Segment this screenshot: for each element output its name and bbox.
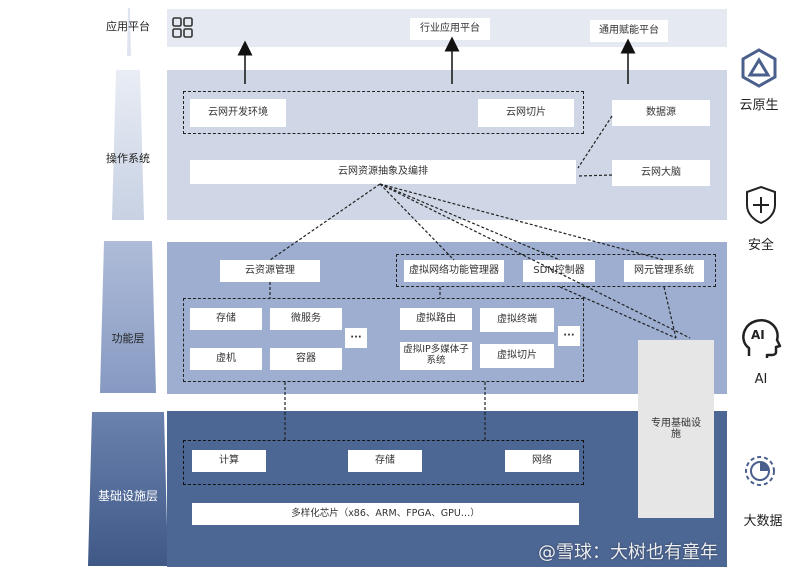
cloud-dev-env-box: 云网开发环境 bbox=[190, 99, 286, 127]
infra-dashed-group bbox=[183, 440, 584, 485]
cloud-resource-mgmt-box: 云资源管理 bbox=[220, 260, 320, 282]
resource-abstraction-box: 云网资源抽象及编排 bbox=[190, 160, 576, 184]
link-netgroup-dedicated-2 bbox=[663, 286, 677, 339]
cloud-brain-box: 云网大脑 bbox=[612, 160, 710, 186]
cloud-slice-box: 云网切片 bbox=[478, 99, 574, 127]
virtual-ip-multimedia-box: 虚拟IP多媒体子系统 bbox=[400, 342, 472, 370]
network-mgmt-dashed-group bbox=[396, 254, 716, 287]
ai-head-icon: AI bbox=[739, 316, 783, 360]
ellipsis-right-box: ··· bbox=[558, 326, 580, 346]
cloud-native-icon bbox=[740, 48, 778, 88]
link-abs-cloudmgr bbox=[269, 183, 381, 261]
security-label: 安全 bbox=[747, 238, 774, 253]
dedicated-infra-box: 专用基础设施 bbox=[638, 340, 714, 518]
pyramid-tier-infra bbox=[88, 412, 168, 566]
container-box: 容器 bbox=[270, 348, 342, 370]
sdn-controller-box: SDN控制器 bbox=[523, 260, 595, 282]
pyramid bbox=[88, 8, 168, 566]
vm-box: 虚机 bbox=[190, 348, 262, 370]
pyramid-tier-os bbox=[112, 70, 144, 220]
os-dashed-group bbox=[183, 91, 584, 134]
nms-box: 网元管理系统 bbox=[624, 260, 704, 282]
pyramid-tier-function bbox=[100, 241, 156, 393]
os-layer bbox=[167, 70, 727, 220]
general-enablement-platform-box: 通用赋能平台 bbox=[590, 20, 668, 42]
link-abs-dedicated bbox=[379, 183, 691, 339]
virtualization-dashed-group bbox=[183, 298, 584, 382]
security-shield-icon bbox=[744, 185, 778, 225]
grid-icon bbox=[172, 17, 194, 39]
infra-layer bbox=[167, 411, 727, 567]
network-box: 网络 bbox=[505, 450, 579, 472]
ellipsis-left-box: ··· bbox=[345, 328, 367, 348]
industry-app-platform-box: 行业应用平台 bbox=[410, 18, 490, 40]
compute-box: 计算 bbox=[192, 450, 266, 472]
ai-label: AI bbox=[754, 372, 768, 387]
link-netgroup-dedicated-1 bbox=[559, 286, 677, 339]
diverse-chips-box: 多样化芯片（x86、ARM、FPGA、GPU…） bbox=[192, 503, 579, 525]
pyramid-label-os: 操作系统 bbox=[106, 152, 150, 165]
pyramid-tier-app bbox=[127, 8, 131, 56]
storage-box-func: 存储 bbox=[190, 308, 262, 330]
virtual-router-box: 虚拟路由 bbox=[400, 308, 472, 330]
big-data-globe-icon bbox=[742, 452, 778, 490]
watermark: @雪球：大树也有童年 bbox=[538, 542, 718, 563]
big-data-label: 大数据 bbox=[743, 514, 783, 529]
ai-badge-text: AI bbox=[751, 328, 765, 342]
storage-box-infra: 存储 bbox=[348, 450, 422, 472]
virtual-terminal-box: 虚拟终端 bbox=[480, 308, 554, 332]
data-source-box: 数据源 bbox=[612, 100, 710, 126]
cloud-native-label: 云原生 bbox=[739, 98, 779, 113]
microservice-box: 微服务 bbox=[270, 308, 342, 330]
link-abs-nms bbox=[379, 183, 665, 261]
link-datasource-abstraction bbox=[577, 115, 613, 169]
pyramid-label-function: 功能层 bbox=[111, 332, 145, 345]
pyramid-label-infra: 基础设施层 bbox=[97, 489, 158, 503]
vnf-manager-box: 虚拟网络功能管理器 bbox=[404, 260, 504, 282]
link-brain-abstraction bbox=[577, 174, 613, 177]
pyramid-label-app: 应用平台 bbox=[106, 20, 150, 33]
link-abs-sdn bbox=[379, 183, 561, 261]
link-abs-vnf bbox=[379, 183, 455, 261]
virtual-slice-box: 虚拟切片 bbox=[480, 344, 554, 368]
